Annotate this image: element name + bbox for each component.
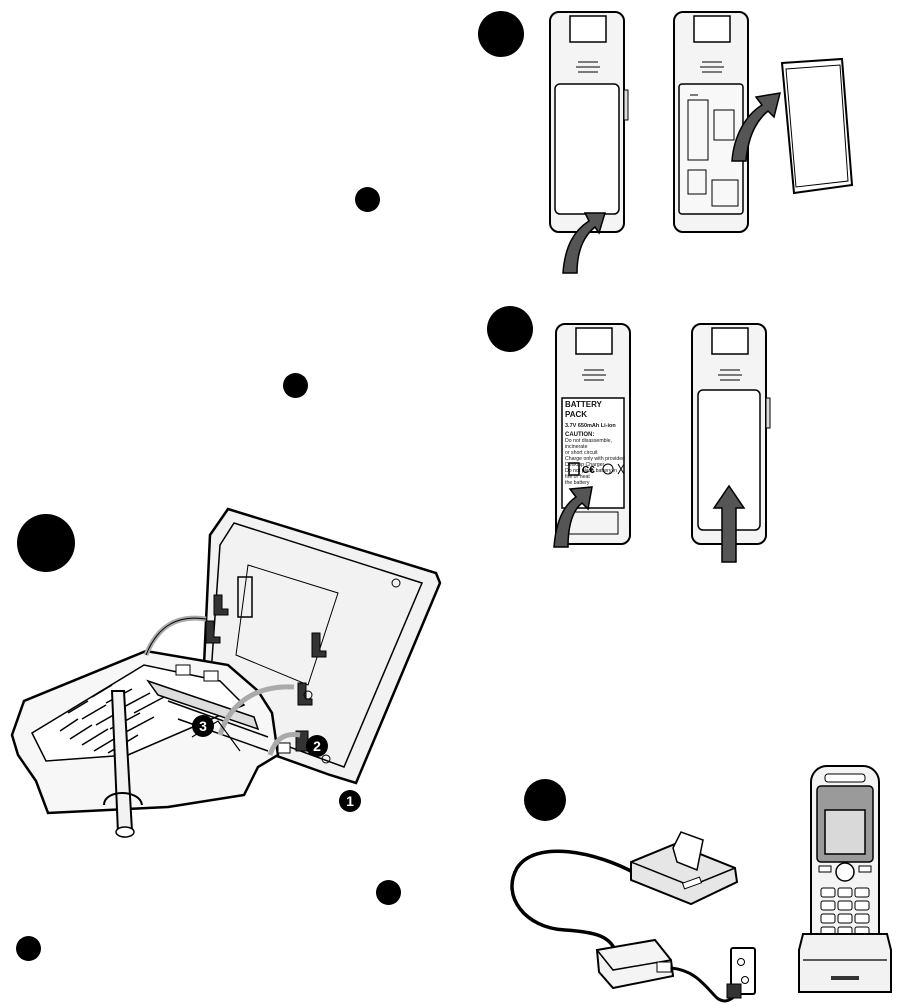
base-station-assembly — [8, 505, 448, 845]
battery-spec: 3.7V 650mAh Li-ion — [565, 423, 625, 429]
callout-3: 3 — [192, 715, 214, 737]
step-marker-remove-cover — [478, 11, 524, 57]
battery-caution-line: Do not disassemble, incinerate — [565, 438, 625, 450]
certification-marks-icon: C€ — [568, 462, 626, 476]
bullet-dot-3 — [376, 880, 401, 905]
arrow-insert-battery — [548, 475, 598, 550]
arrow-slide-cover-up — [712, 484, 746, 562]
bullet-dot-1 — [355, 187, 380, 212]
battery-cover — [772, 55, 867, 200]
step-marker-insert-battery — [487, 306, 533, 352]
bullet-dot-2 — [283, 373, 308, 398]
handset-in-charger — [795, 760, 895, 1000]
callout-1: 1 — [339, 790, 361, 812]
battery-title: BATTERY PACK — [565, 400, 625, 420]
callout-2: 2 — [306, 735, 328, 757]
charging-setup — [505, 810, 775, 1008]
bullet-dot-4 — [16, 936, 41, 961]
arrow-slide-cover — [555, 195, 615, 275]
